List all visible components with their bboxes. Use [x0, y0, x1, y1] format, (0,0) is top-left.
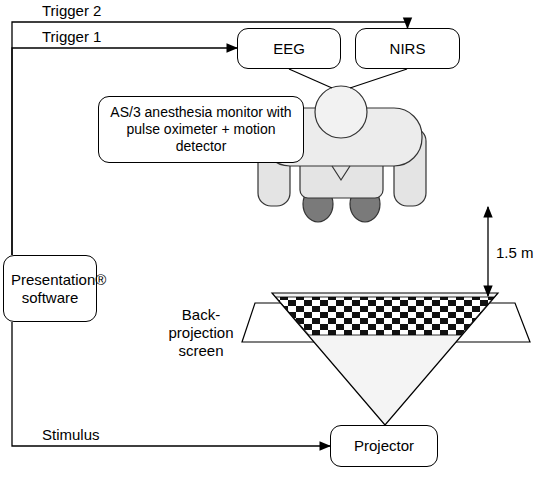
- screen-label: Back-projection screen: [163, 306, 239, 360]
- nirs-wire: [350, 69, 407, 88]
- signal-label: Trigger 2: [40, 2, 103, 20]
- distance-label: 1.5 m: [496, 244, 542, 262]
- checkerboard: [276, 297, 494, 335]
- distance-arrow: [487, 207, 488, 296]
- eeg-wire: [289, 69, 332, 88]
- device-box: EEG: [237, 28, 341, 69]
- signal-label: Trigger 1: [40, 28, 103, 46]
- box-label: Presentation® software: [11, 271, 89, 307]
- box-label: Projector: [354, 437, 414, 455]
- signal-label: Stimulus: [40, 426, 102, 444]
- device-box: Projector: [330, 425, 438, 467]
- device-box: NIRS: [355, 28, 460, 69]
- box-label: EEG: [273, 40, 305, 58]
- projection-cone: [272, 293, 498, 425]
- software-box: Presentation® software: [3, 255, 97, 322]
- box-label: AS/3 anesthesia monitor with pulse oxime…: [106, 104, 296, 154]
- box-label: NIRS: [390, 40, 426, 58]
- monitor-box: AS/3 anesthesia monitor with pulse oxime…: [98, 96, 304, 163]
- signal-connector: [12, 22, 408, 255]
